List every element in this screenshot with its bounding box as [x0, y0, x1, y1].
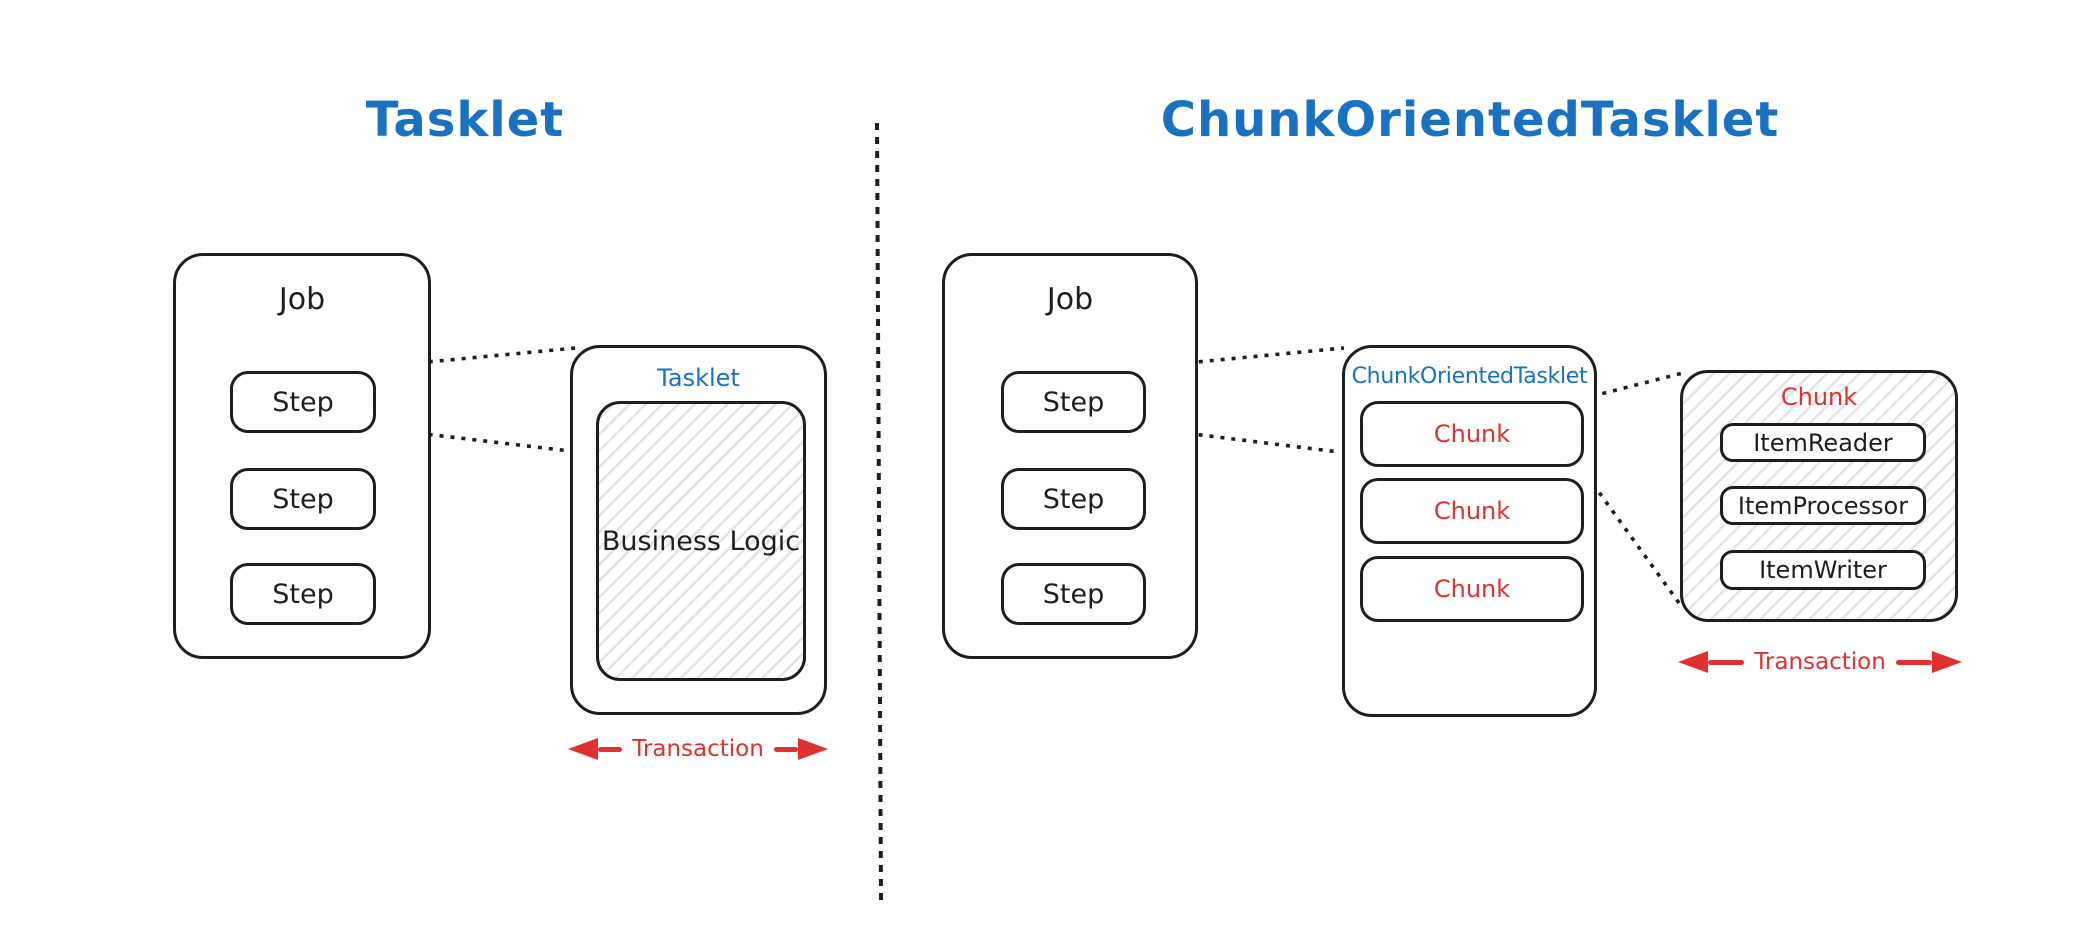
arrowhead-right-icon: [798, 738, 829, 760]
chunk-row-1: Chunk: [1360, 401, 1584, 467]
arrow-shaft: [1708, 659, 1745, 665]
left-transaction-arrow: Transaction: [568, 732, 829, 766]
business-logic-box: Business Logic: [596, 401, 806, 681]
left-job-box: Job Step Step Step: [173, 253, 431, 659]
left-step-box-3: Step: [230, 563, 376, 625]
chunk-row-3: Chunk: [1360, 556, 1584, 622]
left-step-box-2: Step: [230, 468, 376, 530]
chunk-detail-label: Chunk: [1780, 383, 1858, 411]
chunk-detail-box: Chunk ItemReader ItemProcessor ItemWrite…: [1680, 370, 1958, 622]
arrowhead-left-icon: [1678, 651, 1708, 673]
item-processor-box: ItemProcessor: [1720, 486, 1926, 525]
arrowhead-right-icon: [1932, 651, 1963, 673]
right-panel-title: ChunkOrientedTasklet: [1160, 92, 1780, 148]
right-step-box-3: Step: [1001, 563, 1146, 625]
left-transaction-label: Transaction: [632, 736, 764, 762]
chunk-oriented-tasklet-box: ChunkOrientedTasklet Chunk Chunk Chunk: [1342, 345, 1597, 717]
right-step-box-2: Step: [1001, 468, 1146, 530]
right-job-box: Job Step Step Step: [942, 253, 1198, 659]
right-job-label: Job: [1046, 282, 1094, 317]
left-job-label: Job: [278, 282, 326, 317]
right-transaction-label: Transaction: [1754, 649, 1886, 675]
tasklet-box: Tasklet Business Logic: [570, 345, 827, 715]
left-step-box-1: Step: [230, 371, 376, 433]
item-reader-box: ItemReader: [1720, 423, 1926, 462]
right-step-box-1: Step: [1001, 371, 1146, 433]
chunk-row-2: Chunk: [1360, 478, 1584, 544]
business-logic-label: Business Logic: [601, 525, 801, 557]
right-transaction-arrow: Transaction: [1678, 645, 1963, 679]
left-panel-title: Tasklet: [365, 92, 565, 148]
arrow-shaft: [598, 746, 623, 752]
item-writer-box: ItemWriter: [1720, 550, 1926, 590]
tasklet-box-label: Tasklet: [657, 364, 740, 392]
arrowhead-left-icon: [568, 738, 598, 760]
arrow-shaft: [1895, 659, 1933, 665]
chunk-oriented-tasklet-label: ChunkOrientedTasklet: [1351, 364, 1588, 389]
center-divider-line: [875, 122, 883, 901]
arrow-shaft: [773, 746, 799, 752]
